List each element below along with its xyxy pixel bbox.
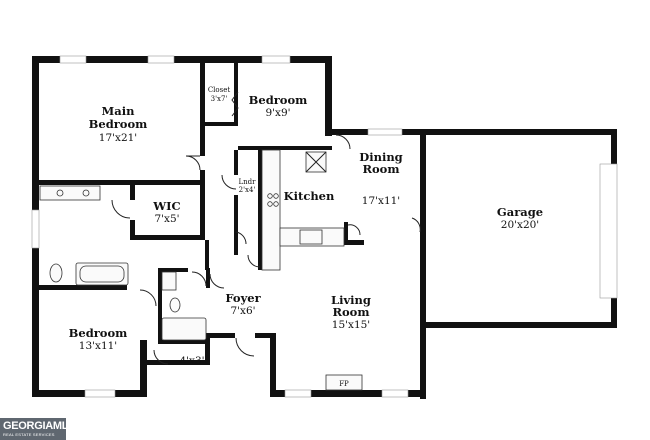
doors [111,91,421,365]
bedroom-bottom-size: 13'x11' [79,340,117,352]
dining-name-1: Dining [359,150,402,164]
garage-name: Garage [497,205,543,219]
foyer-name: Foyer [225,291,261,305]
bedroom-top-name: Bedroom [249,93,308,107]
main-bedroom-name-2: Bedroom [89,117,148,131]
fireplace-label: FP [339,380,349,388]
wic-name: WIC [152,199,180,213]
living-name-1: Living [331,293,371,307]
dining-size: 17'x11' [362,195,400,207]
bedroom-bottom-name: Bedroom [69,326,128,340]
living-size: 15'x15' [332,319,370,331]
fixtures [39,149,363,391]
main-bedroom-name-1: Main [102,104,136,118]
wic-size: 7'x5' [154,213,179,225]
georgia-mls-logo: GEORGIAMLS REAL ESTATE SERVICES [0,418,75,440]
logo-main-text: GEORGIAMLS [3,420,76,432]
laundry-name: Lndr [239,178,257,186]
room-labels: Main Bedroom 17'x21' Closet 3'x7' Bedroo… [69,86,543,388]
kitchen-name: Kitchen [284,189,335,203]
laundry-size: 2'x4' [239,186,256,194]
bedroom-top-size: 9'x9' [265,107,290,119]
windows [31,55,618,398]
closet-name: Closet [208,86,231,94]
foyer-size: 7'x6' [230,305,255,317]
small-closet-size: 4'x3' [179,355,204,367]
logo-sub-text: REAL ESTATE SERVICES [3,432,55,437]
living-name-2: Room [332,305,369,319]
garage-size: 20'x20' [501,219,539,231]
dining-name-2: Room [362,162,399,176]
main-bedroom-size: 17'x21' [99,132,137,144]
closet-size: 3'x7' [211,95,228,103]
